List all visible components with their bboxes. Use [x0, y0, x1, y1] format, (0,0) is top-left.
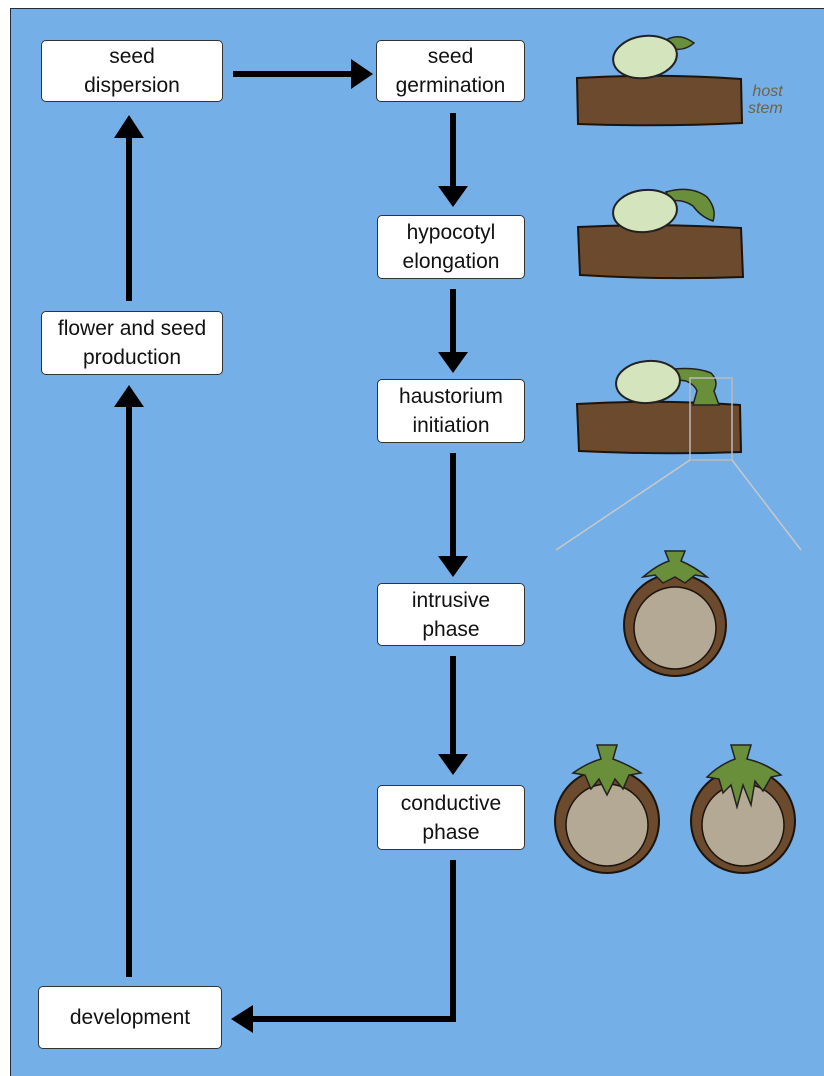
stage-seed-germination-label: seed germination	[395, 45, 506, 97]
stage-seed-germination: seed germination	[376, 40, 525, 102]
stage-conductive-phase-label: conductive phase	[400, 791, 502, 844]
stage-conductive-phase: conductive phase	[377, 785, 525, 850]
stage-intrusive-phase: intrusive phase	[377, 583, 525, 646]
conductive-phase-illustration-left	[554, 744, 660, 874]
conductive-phase-illustration-right	[690, 744, 796, 874]
stage-seed-dispersion: seed dispersion	[41, 40, 223, 102]
arrow-dispersion-to-germination	[233, 59, 373, 89]
host-stem-label: host stem	[748, 83, 783, 117]
arrow-development-to-flowering	[114, 385, 144, 977]
stage-hypocotyl-elongation: hypocotyl elongation	[377, 215, 525, 279]
arrow-hypocotyl-to-haustorium	[438, 289, 468, 373]
intrusive-phase-illustration	[623, 550, 727, 677]
stage-seed-dispersion-label: seed dispersion	[84, 45, 180, 97]
stage-development-label: development	[69, 1006, 191, 1029]
hypocotyl-illustration	[576, 188, 745, 280]
parasitic-plant-life-cycle-diagram: seed dispersion seed germination hypocot…	[10, 8, 824, 1076]
stage-development: development	[38, 986, 222, 1049]
arrow-intrusive-to-conductive	[438, 656, 468, 775]
stage-haustorium-initiation: haustorium initiation	[377, 379, 525, 443]
arrow-haustorium-to-intrusive	[438, 453, 468, 577]
haustorium-illustration	[555, 359, 802, 551]
germination-illustration	[575, 34, 744, 127]
arrow-conductive-to-development	[231, 860, 456, 1033]
diagram-artwork	[114, 34, 802, 1033]
stage-hypocotyl-elongation-label: hypocotyl elongation	[402, 221, 500, 273]
arrow-flowering-to-dispersion	[114, 115, 144, 301]
stage-intrusive-phase-label: intrusive phase	[411, 588, 491, 641]
stage-flower-and-seed-production-label: flower and seed production	[57, 317, 207, 369]
stage-haustorium-initiation-label: haustorium initiation	[399, 385, 503, 437]
arrow-germination-to-hypocotyl	[438, 113, 468, 207]
stage-flower-and-seed-production: flower and seed production	[41, 311, 223, 375]
